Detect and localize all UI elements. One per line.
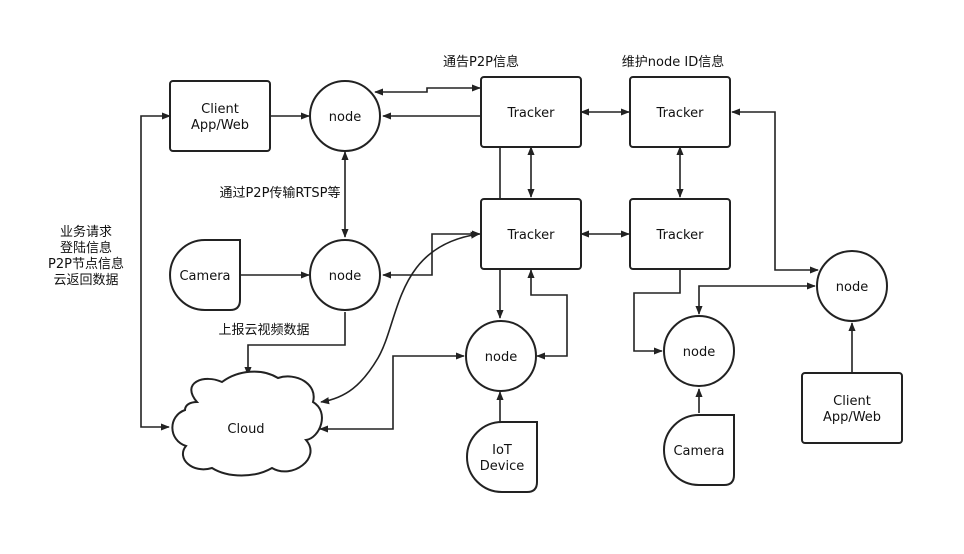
iot-line2: Device: [480, 459, 524, 474]
tracker-3: Tracker: [480, 198, 582, 270]
annotation-business-line1: 业务请求: [60, 224, 112, 240]
node-1: node: [309, 80, 381, 152]
node-2-label: node: [329, 269, 361, 284]
node-4: node: [663, 315, 735, 387]
tracker-1-label: Tracker: [507, 106, 556, 121]
annotation-rtsp-over-p2p: 通过P2P传输RTSP等: [219, 185, 340, 201]
edge-tracker2-node5: [731, 108, 819, 274]
annotation-upload-cloud-video: 上报云视频数据: [218, 323, 309, 338]
annotation-business-line2: 登陆信息: [60, 240, 112, 256]
node-2: node: [309, 239, 381, 311]
client-app-web-1: Client App/Web: [169, 80, 271, 152]
annotation-business-line3: P2P节点信息: [48, 256, 124, 272]
iot-line1: IoT: [492, 443, 512, 458]
node-5-label: node: [836, 280, 868, 295]
tracker-2: Tracker: [629, 76, 731, 148]
cloud: Cloud: [171, 370, 323, 477]
client-1-line1: Client: [201, 102, 239, 117]
node-3: node: [465, 320, 537, 392]
tracker-4-label: Tracker: [656, 228, 705, 243]
annotation-business-line4: 云返回数据: [53, 273, 118, 288]
edge-node1-tracker1: [374, 84, 481, 96]
edge-tracker3-node3: [527, 269, 568, 360]
edge-node4-node5: [695, 282, 816, 315]
tracker-3-label: Tracker: [507, 228, 556, 243]
node-4-label: node: [683, 345, 715, 360]
iot-device: IoT Device: [466, 421, 538, 493]
cloud-label: Cloud: [227, 422, 264, 437]
node-5: node: [816, 250, 888, 322]
tracker-4: Tracker: [629, 198, 731, 270]
edge-node2-tracker3: [382, 230, 481, 279]
node-3-label: node: [485, 350, 517, 365]
annotation-p2p-notify: 通告P2P信息: [443, 54, 519, 70]
edge-business-channel: [140, 112, 171, 431]
camera-3: Camera: [663, 414, 735, 486]
camera-1: Camera: [169, 239, 241, 311]
tracker-2-label: Tracker: [656, 106, 705, 121]
edge-cloud-node3: [319, 352, 465, 433]
node-1-label: node: [329, 110, 361, 125]
annotation-maintain-node-id: 维护node ID信息: [622, 54, 724, 70]
client-app-web-2: Client App/Web: [801, 372, 903, 444]
client-2-line1: Client: [833, 394, 871, 409]
edge-node2-cloud: [244, 312, 346, 376]
camera-3-label: Camera: [673, 444, 724, 459]
tracker-1: Tracker: [480, 76, 582, 148]
edge-tracker4-node4: [633, 270, 681, 355]
camera-1-label: Camera: [179, 269, 230, 284]
client-1-line2: App/Web: [191, 118, 249, 133]
client-2-line2: App/Web: [823, 410, 881, 425]
